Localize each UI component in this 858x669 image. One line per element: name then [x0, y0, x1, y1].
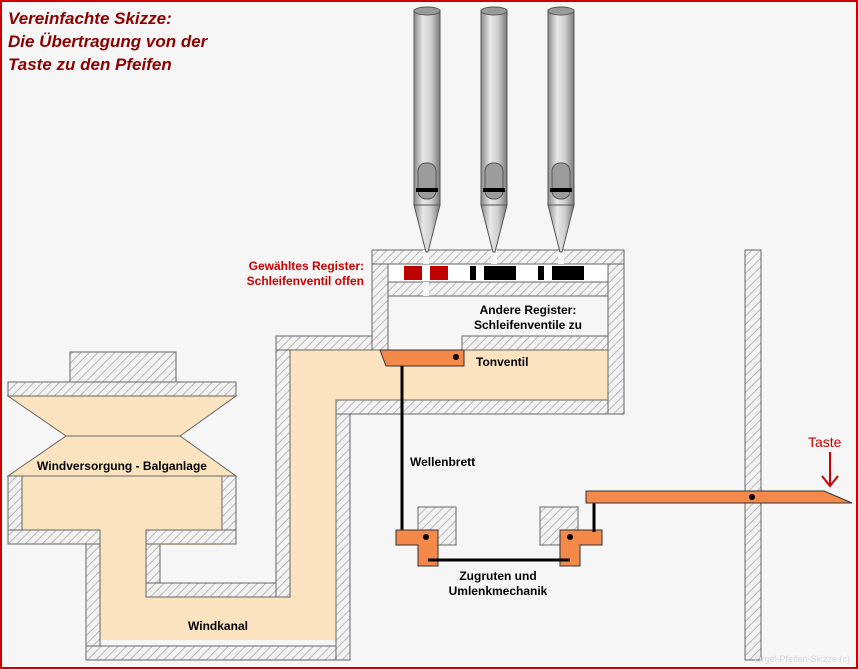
slider-open-hole-2 — [430, 266, 448, 280]
label-wellenbrett: Wellenbrett — [410, 455, 475, 469]
bellows — [6, 351, 238, 477]
tracker-mechanism — [379, 249, 853, 661]
title-line-3: Taste zu den Pfeifen — [8, 55, 172, 74]
key-frame-post — [744, 249, 762, 661]
key-lever — [585, 490, 853, 504]
slider-closed-hole-1 — [484, 266, 516, 280]
title-line-1: Vereinfachte Skizze: — [8, 9, 172, 28]
label-zugruten-1: Zugruten und — [459, 569, 536, 583]
label-taste: Taste — [808, 434, 842, 450]
pipe-1 — [413, 6, 441, 253]
slider-closed-hole-2 — [552, 266, 584, 280]
label-windversorgung: Windversorgung - Balganlage — [37, 459, 207, 473]
label-tonventil: Tonventil — [476, 355, 528, 369]
slider-open-hole-1 — [404, 266, 422, 280]
title-line-2: Die Übertragung von der — [8, 32, 209, 51]
label-other-registers-1: Andere Register: — [480, 303, 577, 317]
slider-strip — [387, 250, 609, 296]
label-selected-register-2: Schleifenventil offen — [247, 274, 364, 288]
organ-pipes — [413, 6, 575, 253]
credit-watermark: Orgel-Pfeifen-Skizze (c) — [754, 654, 850, 664]
label-windkanal: Windkanal — [188, 619, 248, 633]
pipe-2 — [480, 6, 508, 253]
label-selected-register-1: Gewähltes Register: — [249, 259, 364, 273]
bellows-weight — [69, 351, 177, 383]
label-zugruten-2: Umlenkmechanik — [449, 584, 548, 598]
tonventil-pallet — [379, 349, 465, 367]
diagram-title: Vereinfachte Skizze: Die Übertragung von… — [8, 9, 209, 74]
pipe-3 — [547, 6, 575, 253]
label-other-registers-2: Schleifenventile zu — [474, 318, 582, 332]
bellows-top-plate — [7, 381, 237, 397]
labels: Gewähltes Register: Schleifenventil offe… — [37, 259, 850, 664]
